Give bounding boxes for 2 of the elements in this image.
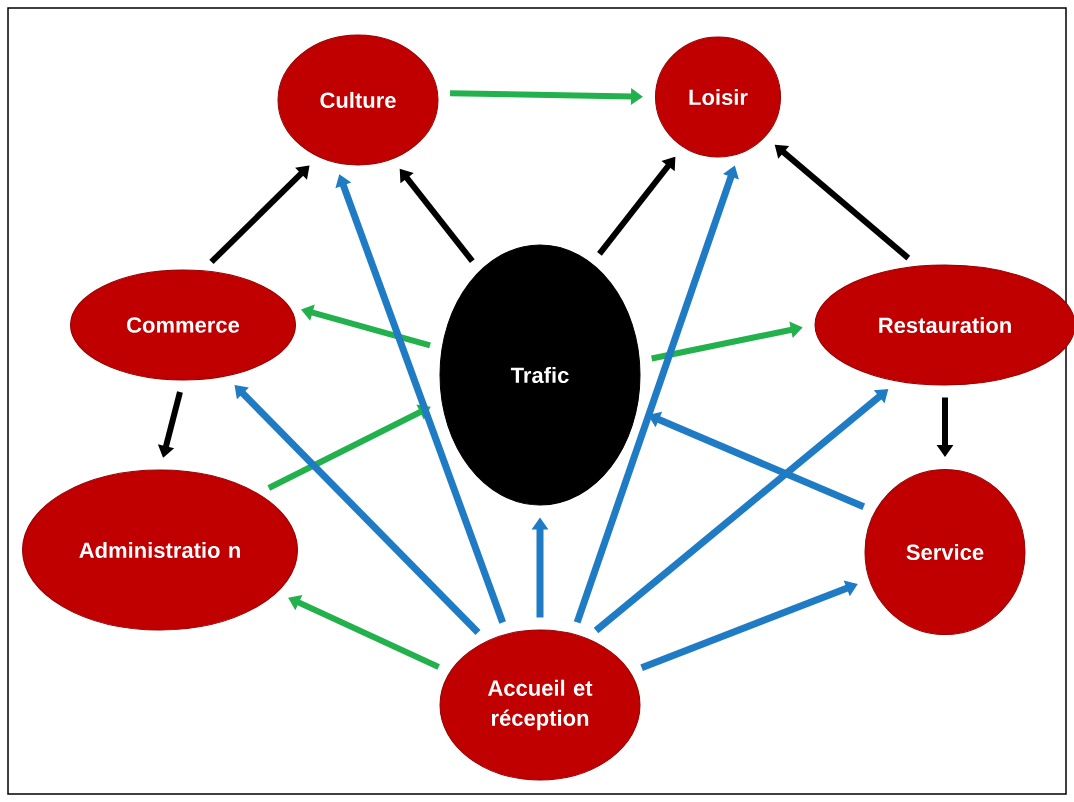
arrow (209, 165, 310, 265)
arrow (288, 595, 440, 670)
